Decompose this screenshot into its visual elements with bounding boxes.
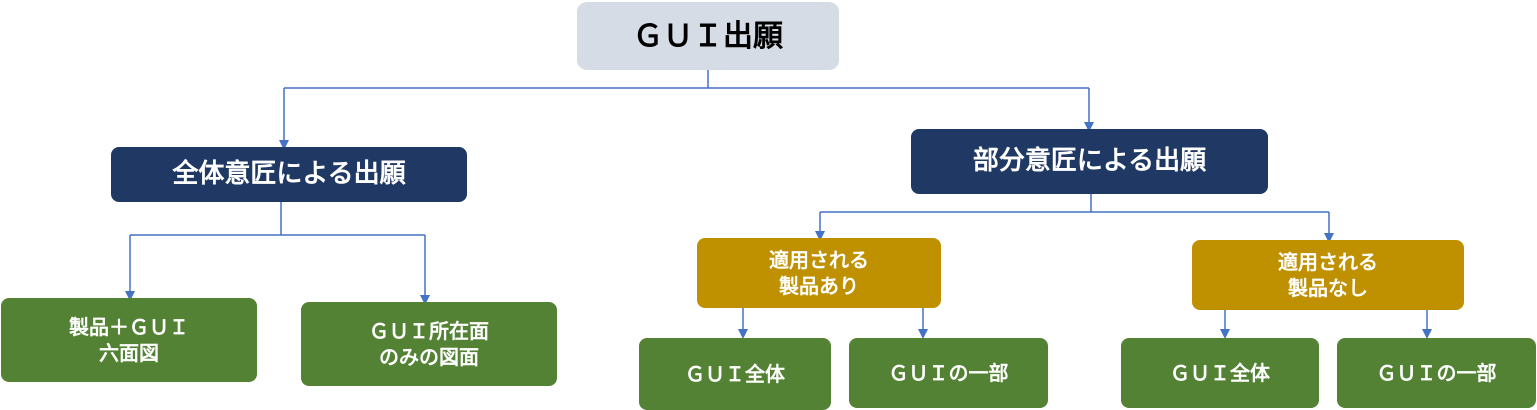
with-product-gui-part-node: ＧＵＩの一部: [849, 338, 1048, 408]
without-product-label: 適用される 製品なし: [1278, 250, 1378, 300]
gui-surface-node: ＧＵＩ所在面 のみの図面: [301, 302, 557, 386]
partial-design-label: 部分意匠による出願: [972, 145, 1207, 176]
full-design-node: 全体意匠による出願: [111, 147, 467, 202]
without-product-gui-whole-label: ＧＵＩ全体: [1170, 361, 1270, 385]
with-product-label: 適用される 製品あり: [769, 248, 869, 298]
with-product-gui-whole-node: ＧＵＩ全体: [639, 338, 831, 410]
with-product-gui-part-label: ＧＵＩの一部: [888, 361, 1009, 385]
six-view-node: 製品＋ＧＵＩ 六面図: [1, 298, 257, 382]
connector-root-branch: [284, 70, 1089, 89]
root-node: ＧＵＩ出願: [577, 2, 839, 70]
gui-surface-label: ＧＵＩ所在面 のみの図面: [369, 319, 489, 369]
with-product-node: 適用される 製品あり: [697, 238, 941, 308]
with-product-gui-whole-label: ＧＵＩ全体: [685, 362, 785, 386]
connector-full-branch: [130, 202, 425, 236]
partial-design-node: 部分意匠による出願: [911, 129, 1268, 194]
without-product-node: 適用される 製品なし: [1192, 240, 1464, 310]
root-label: ＧＵＩ出願: [633, 18, 783, 54]
six-view-label: 製品＋ＧＵＩ 六面図: [69, 315, 189, 365]
without-product-gui-whole-node: ＧＵＩ全体: [1121, 338, 1319, 408]
without-product-gui-part-node: ＧＵＩの一部: [1337, 338, 1536, 408]
full-design-label: 全体意匠による出願: [172, 158, 406, 189]
without-product-gui-part-label: ＧＵＩの一部: [1376, 361, 1497, 385]
connector-partial-branch: [820, 194, 1329, 213]
